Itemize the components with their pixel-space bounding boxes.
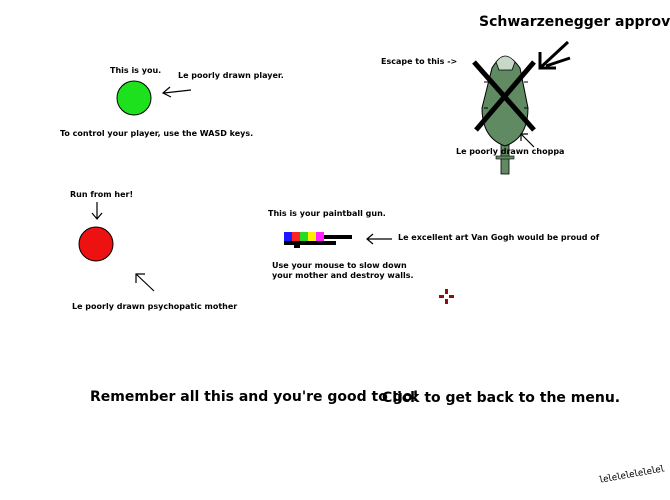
gun-caption: Le excellent art Van Gogh would be proud… <box>398 233 600 242</box>
choppa-caption: Le poorly drawn choppa <box>456 147 565 156</box>
back-to-menu-link[interactable]: Click to get back to the menu. <box>382 390 621 406</box>
player-caption: Le poorly drawn player. <box>178 71 284 80</box>
arrow-down-icon <box>91 202 103 220</box>
arrow-up-left-icon <box>135 273 155 292</box>
mother-caption: Le poorly drawn psychopatic mother <box>72 302 238 311</box>
gun-instructions-line1: Use your mouse to slow down <box>272 261 407 270</box>
helicopter-sprite <box>472 40 571 175</box>
arrow-icon <box>161 86 192 98</box>
player-label: This is you. <box>110 66 162 75</box>
mother-warning: Run from her! <box>70 190 134 199</box>
gun-instructions-line2: your mother and destroy walls. <box>272 271 414 280</box>
controls-instructions: To control your player, use the WASD key… <box>60 129 254 138</box>
crosshair-icon <box>439 289 454 304</box>
page-title: Schwarzenegger approved! <box>479 14 670 30</box>
arrow-up-left-icon-choppa <box>520 133 535 148</box>
player-circle <box>116 80 152 116</box>
escape-label: Escape to this -> <box>381 57 458 66</box>
gun-label: This is your paintball gun. <box>268 209 386 218</box>
signature: lelelelelelelel <box>598 464 666 486</box>
player-sprite <box>116 80 152 116</box>
mother-circle <box>78 226 114 262</box>
paintball-gun-sprite <box>284 232 352 248</box>
mother-sprite <box>78 226 114 262</box>
arrow-left-icon <box>366 233 392 245</box>
good-to-go-text: Remember all this and you're good to go! <box>90 389 419 405</box>
